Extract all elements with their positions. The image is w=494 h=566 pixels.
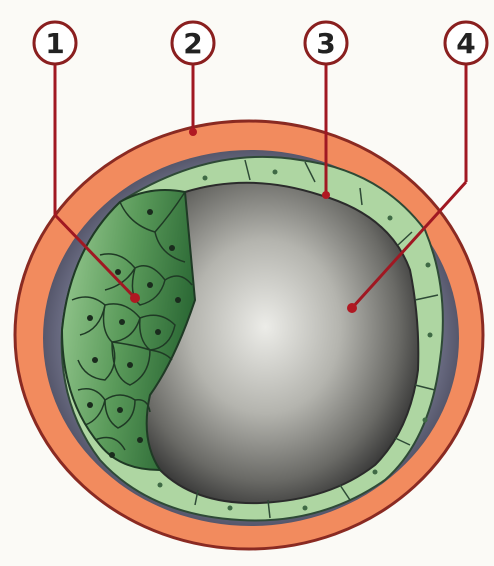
callout-3-label: 3 (316, 27, 335, 60)
callout-4: 4 (445, 22, 487, 64)
callout-4-label: 4 (456, 27, 475, 60)
callout-2: 2 (172, 22, 214, 64)
callout-1-label: 1 (45, 27, 64, 60)
callout-2-label: 2 (183, 27, 202, 60)
callout-3: 3 (305, 22, 347, 64)
callout-1: 1 (34, 22, 76, 64)
